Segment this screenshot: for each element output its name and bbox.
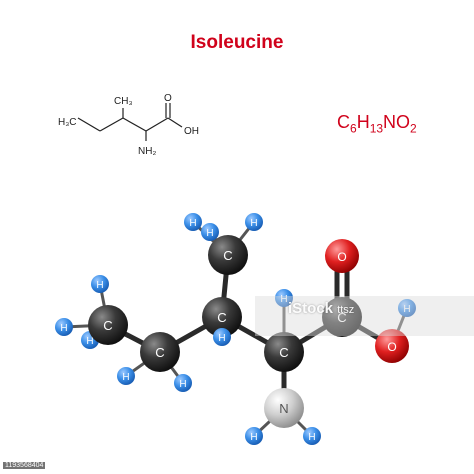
svg-text:N: N bbox=[279, 401, 288, 416]
skeletal-label-o: O bbox=[164, 93, 172, 104]
hydrogen-atom: H bbox=[245, 213, 263, 231]
hydrogen-atom: H bbox=[213, 328, 231, 346]
carbon-atom: C bbox=[264, 332, 304, 372]
hydrogen-atom: H bbox=[117, 367, 135, 385]
nitrogen-atom: N bbox=[264, 388, 304, 428]
watermark: iStock ttsz bbox=[288, 300, 354, 317]
oxygen-atom: O bbox=[375, 329, 409, 363]
svg-text:H: H bbox=[218, 333, 225, 344]
skeletal-bond bbox=[99, 117, 124, 132]
svg-text:H: H bbox=[308, 432, 315, 443]
molecular-formula: C6H13NO2 bbox=[337, 112, 417, 136]
hydrogen-atom: H bbox=[184, 213, 202, 231]
skeletal-bond bbox=[145, 117, 169, 132]
skeletal-bond bbox=[77, 117, 101, 132]
svg-text:H: H bbox=[280, 294, 287, 305]
svg-text:C: C bbox=[279, 345, 288, 360]
hydrogen-atom: H bbox=[201, 223, 219, 241]
watermark-bar bbox=[255, 296, 474, 336]
hydrogen-atom: H bbox=[398, 299, 416, 317]
skeletal-label-oh: OH bbox=[184, 126, 199, 137]
formula-subscript: 6 bbox=[350, 121, 357, 136]
formula-subscript: 2 bbox=[410, 121, 417, 136]
formula-subscript: 13 bbox=[369, 121, 384, 136]
hydrogen-atom: H bbox=[91, 275, 109, 293]
skeletal-bond bbox=[122, 117, 147, 132]
formula-element: NO bbox=[383, 112, 411, 132]
watermark-credit: ttsz bbox=[337, 304, 355, 316]
skeletal-bond bbox=[167, 117, 183, 128]
carbon-atom: C bbox=[208, 235, 248, 275]
carbon-atom: C bbox=[322, 297, 362, 337]
svg-text:H: H bbox=[206, 228, 213, 239]
hydrogen-atom: H bbox=[275, 289, 293, 307]
svg-text:O: O bbox=[337, 250, 346, 264]
svg-text:H: H bbox=[189, 218, 196, 229]
svg-text:H: H bbox=[96, 280, 103, 291]
molecule-title: Isoleucine bbox=[190, 32, 284, 53]
hydrogen-atom: H bbox=[55, 318, 73, 336]
formula-element: C bbox=[337, 112, 350, 132]
svg-text:C: C bbox=[217, 310, 226, 325]
carbon-atom: C bbox=[140, 332, 180, 372]
hydrogen-atom: H bbox=[174, 374, 192, 392]
formula-element: H bbox=[356, 112, 370, 132]
carbon-atom: C bbox=[202, 297, 242, 337]
svg-text:O: O bbox=[387, 340, 396, 354]
svg-text:H: H bbox=[250, 218, 257, 229]
svg-text:H: H bbox=[60, 323, 67, 334]
skeletal-label-ch3: CH₃ bbox=[114, 96, 133, 107]
carbon-atom: C bbox=[88, 305, 128, 345]
hydrogen-atom: H bbox=[303, 427, 321, 445]
svg-text:H: H bbox=[86, 336, 93, 347]
svg-text:H: H bbox=[179, 379, 186, 390]
skeletal-label-h3c: H₃C bbox=[58, 117, 77, 128]
hydrogen-atom: H bbox=[245, 427, 263, 445]
svg-text:C: C bbox=[223, 248, 232, 263]
oxygen-atom: O bbox=[325, 239, 359, 273]
watermark-brand: iStock bbox=[288, 300, 334, 317]
svg-text:H: H bbox=[403, 304, 410, 315]
svg-text:C: C bbox=[155, 345, 164, 360]
svg-text:H: H bbox=[122, 372, 129, 383]
svg-text:C: C bbox=[103, 318, 112, 333]
svg-text:C: C bbox=[337, 310, 346, 325]
stock-id: 1193568404 bbox=[3, 462, 46, 469]
skeletal-label-nh2: NH₂ bbox=[138, 146, 156, 157]
svg-text:H: H bbox=[250, 432, 257, 443]
